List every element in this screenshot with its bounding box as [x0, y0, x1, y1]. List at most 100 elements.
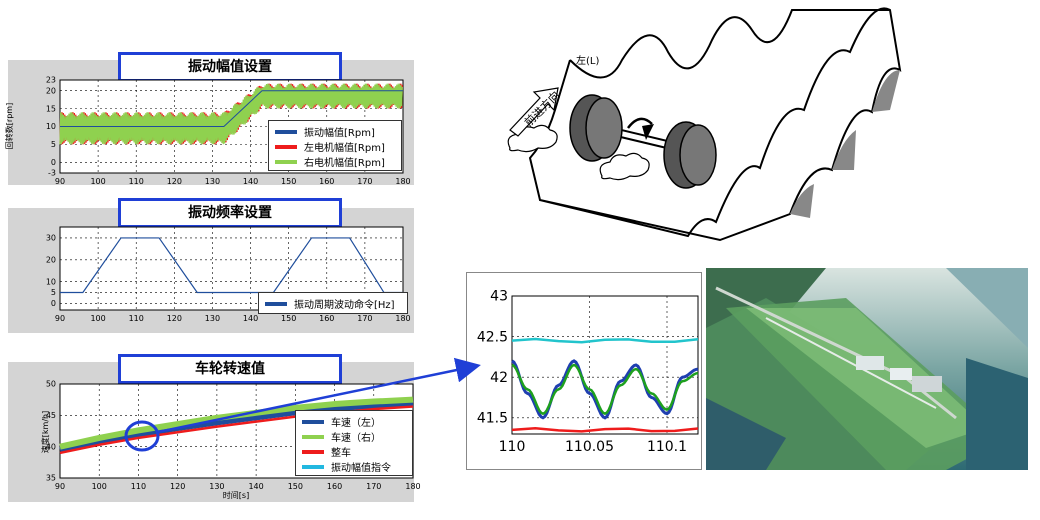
series-line-0 [60, 237, 403, 294]
legend-label: 振动幅值指令 [331, 463, 391, 474]
x-tick-label: 180 [395, 314, 410, 323]
y-tick-label: 50 [46, 380, 56, 389]
legend-label: 左电机幅值[Rpm] [304, 143, 385, 154]
track-diagram: 前进方向 左(L) [507, 7, 902, 242]
y-tick-label: 45 [46, 411, 56, 420]
road-shade [790, 70, 900, 218]
legend-swatch [302, 464, 324, 469]
series-line-1 [511, 359, 699, 420]
x-tick-label: 110.1 [647, 439, 687, 455]
legend-swatch [275, 144, 297, 149]
undulating-road [528, 7, 902, 242]
road-back-edge [569, 9, 890, 79]
frequency-legend: 振动周期波动命令[Hz] [258, 292, 408, 314]
x-tick-label: 120 [170, 482, 185, 491]
left-wheel-face [585, 97, 623, 159]
legend-swatch [265, 301, 287, 306]
x-tick-label: 180 [405, 482, 420, 491]
series-line-2 [59, 83, 403, 145]
legend-item: 振动幅值指令 [302, 459, 406, 474]
x-tick-label: 110 [129, 314, 144, 323]
legend-swatch [275, 129, 297, 134]
legend-item: 整车 [302, 444, 406, 459]
legend-label: 振动幅值[Rpm] [304, 128, 375, 139]
legend-swatch [302, 449, 324, 454]
rotation-arrow-icon [627, 117, 653, 129]
y-tick-label: 5 [51, 288, 56, 297]
x-tick-label: 100 [90, 177, 105, 186]
y-tick-label: 41.5 [477, 410, 508, 426]
x-tick-label: 150 [281, 177, 296, 186]
x-tick-label: 150 [281, 314, 296, 323]
x-tick-label: 170 [357, 314, 372, 323]
x-tick-label: 130 [205, 314, 220, 323]
legend-item: 车速（左） [302, 414, 406, 429]
x-tick-label: 110.05 [565, 439, 614, 455]
y-tick-label: 23 [46, 76, 56, 85]
legend-label: 右电机幅值[Rpm] [304, 158, 385, 169]
legend-label: 振动周期波动命令[Hz] [294, 300, 395, 311]
legend-item: 右电机幅值[Rpm] [275, 154, 395, 169]
x-tick-label: 130 [205, 177, 220, 186]
series-line-0 [60, 90, 403, 127]
rotation-arrowhead-icon [642, 124, 654, 140]
legend-label: 车速（右） [331, 433, 381, 444]
legend-item: 振动周期波动命令[Hz] [265, 296, 401, 311]
y-tick-label: 0 [51, 158, 56, 167]
x-tick-label: 100 [90, 314, 105, 323]
x-tick-label: 120 [167, 177, 182, 186]
x-tick-label: 160 [327, 482, 342, 491]
x-tick-label: 110 [131, 482, 146, 491]
legend-label: 整车 [331, 448, 351, 459]
x-tick-label: 90 [55, 314, 65, 323]
x-tick-label: 110 [499, 439, 526, 455]
y-tick-label: 35 [46, 474, 56, 483]
right-wheel-face [679, 124, 717, 186]
y-tick-label: 10 [46, 122, 56, 131]
legend-item: 左电机幅值[Rpm] [275, 139, 395, 154]
y-axis-label: 回转数[rpm] [4, 103, 14, 149]
legend-item: 车速（右） [302, 429, 406, 444]
x-tick-label: 100 [92, 482, 107, 491]
series-line-0 [511, 337, 699, 344]
y-tick-label: 5 [51, 140, 56, 149]
y-tick-label: 43 [490, 289, 508, 305]
left-label: 左(L) [576, 54, 599, 67]
y-tick-label: 40 [46, 442, 56, 451]
x-tick-label: 110 [129, 177, 144, 186]
y-tick-label: 42.5 [477, 329, 508, 345]
series-line-0 [59, 401, 414, 453]
x-tick-label: 140 [243, 314, 258, 323]
zoom-arrow [157, 357, 481, 434]
wheel-panel-title: 车轮转速值 [118, 354, 342, 384]
legend-item: 振动幅值[Rpm] [275, 124, 395, 139]
x-tick-label: 130 [209, 482, 224, 491]
y-tick-label: 20 [46, 255, 56, 264]
x-tick-label: 140 [243, 177, 258, 186]
aerial-photo-art [706, 268, 1028, 470]
y-tick-label: 30 [46, 234, 56, 243]
x-tick-label: 160 [319, 314, 334, 323]
x-tick-label: 90 [55, 482, 65, 491]
x-tick-label: 160 [319, 177, 334, 186]
y-tick-label: 42 [490, 370, 508, 386]
x-tick-label: 120 [167, 314, 182, 323]
amplitude-legend: 振动幅值[Rpm] 左电机幅值[Rpm] 右电机幅值[Rpm] [268, 120, 402, 171]
series-line-2 [511, 363, 699, 416]
x-tick-label: 170 [357, 177, 372, 186]
x-axis-label: 时间[s] [223, 490, 249, 500]
y-axis-label: 速度[km/h] [40, 411, 50, 453]
y-tick-label: 20 [46, 86, 56, 95]
x-tick-label: 90 [55, 177, 65, 186]
y-tick-label: 0 [51, 299, 56, 308]
amplitude-panel-title: 振动幅值设置 [118, 52, 342, 82]
legend-label: 车速（左） [331, 418, 381, 429]
legend-swatch [302, 419, 324, 424]
aerial-test-track-photo [706, 268, 1028, 470]
x-tick-label: 180 [395, 177, 410, 186]
y-tick-label: -3 [48, 169, 56, 178]
wheel-legend: 车速（左） 车速（右） 整车振动幅值指令 [295, 410, 413, 476]
